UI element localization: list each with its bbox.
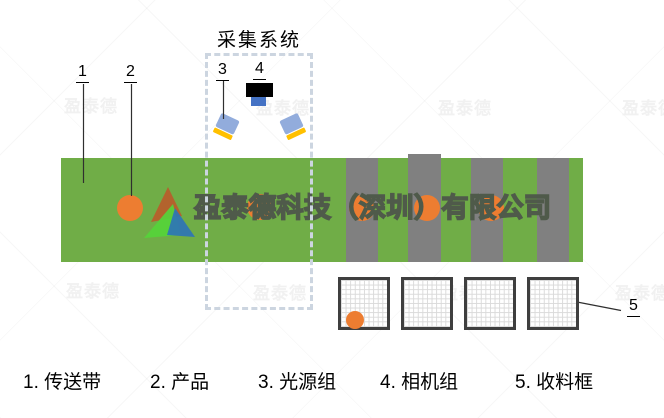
legend-item-conveyor: 1. 传送带 (23, 372, 102, 393)
watermark-tile: 盈泰德 (66, 282, 120, 301)
belt-roller-stripe (537, 158, 569, 262)
watermark-tile: 盈泰德 (64, 97, 118, 116)
product-dot (117, 195, 143, 221)
legend-item-collection-box: 5. 收料框 (515, 372, 594, 393)
legend: 1. 传送带 2. 产品 3. 光源组 4. 相机组 5. 收料框 (0, 367, 664, 393)
legend-item-light-group: 3. 光源组 (258, 372, 337, 393)
camera-lens-icon (251, 97, 266, 106)
callout-3-light-group: 3 (216, 62, 229, 81)
brand-watermark-text: 盈泰德科技（深圳）有限公司 (193, 193, 552, 224)
legend-item-camera-group: 4. 相机组 (380, 372, 459, 393)
acquisition-system-title: 采集系统 (216, 30, 301, 51)
legend-item-product: 2. 产品 (150, 372, 210, 393)
collection-bin (527, 277, 579, 330)
collection-bin (464, 277, 516, 330)
camera-icon (246, 83, 273, 97)
acquisition-system-boundary (205, 53, 313, 310)
callout-1-conveyor: 1 (76, 64, 89, 83)
watermark-tile: 盈泰德 (253, 284, 307, 303)
callout-5-collection-box: 5 (627, 298, 640, 317)
collection-bin (401, 277, 453, 330)
callout-4-camera-group: 4 (253, 61, 266, 80)
product-dot (414, 195, 440, 221)
collected-product-dot (346, 311, 364, 329)
watermark-tile: 盈泰德 (438, 99, 492, 118)
callout-2-product: 2 (124, 64, 137, 83)
product-dot (349, 195, 375, 221)
watermark-tile: 盈泰德 (622, 99, 664, 118)
product-dot (478, 195, 504, 221)
product-dot (247, 194, 273, 220)
watermark-tile: 盈泰德 (615, 284, 664, 303)
